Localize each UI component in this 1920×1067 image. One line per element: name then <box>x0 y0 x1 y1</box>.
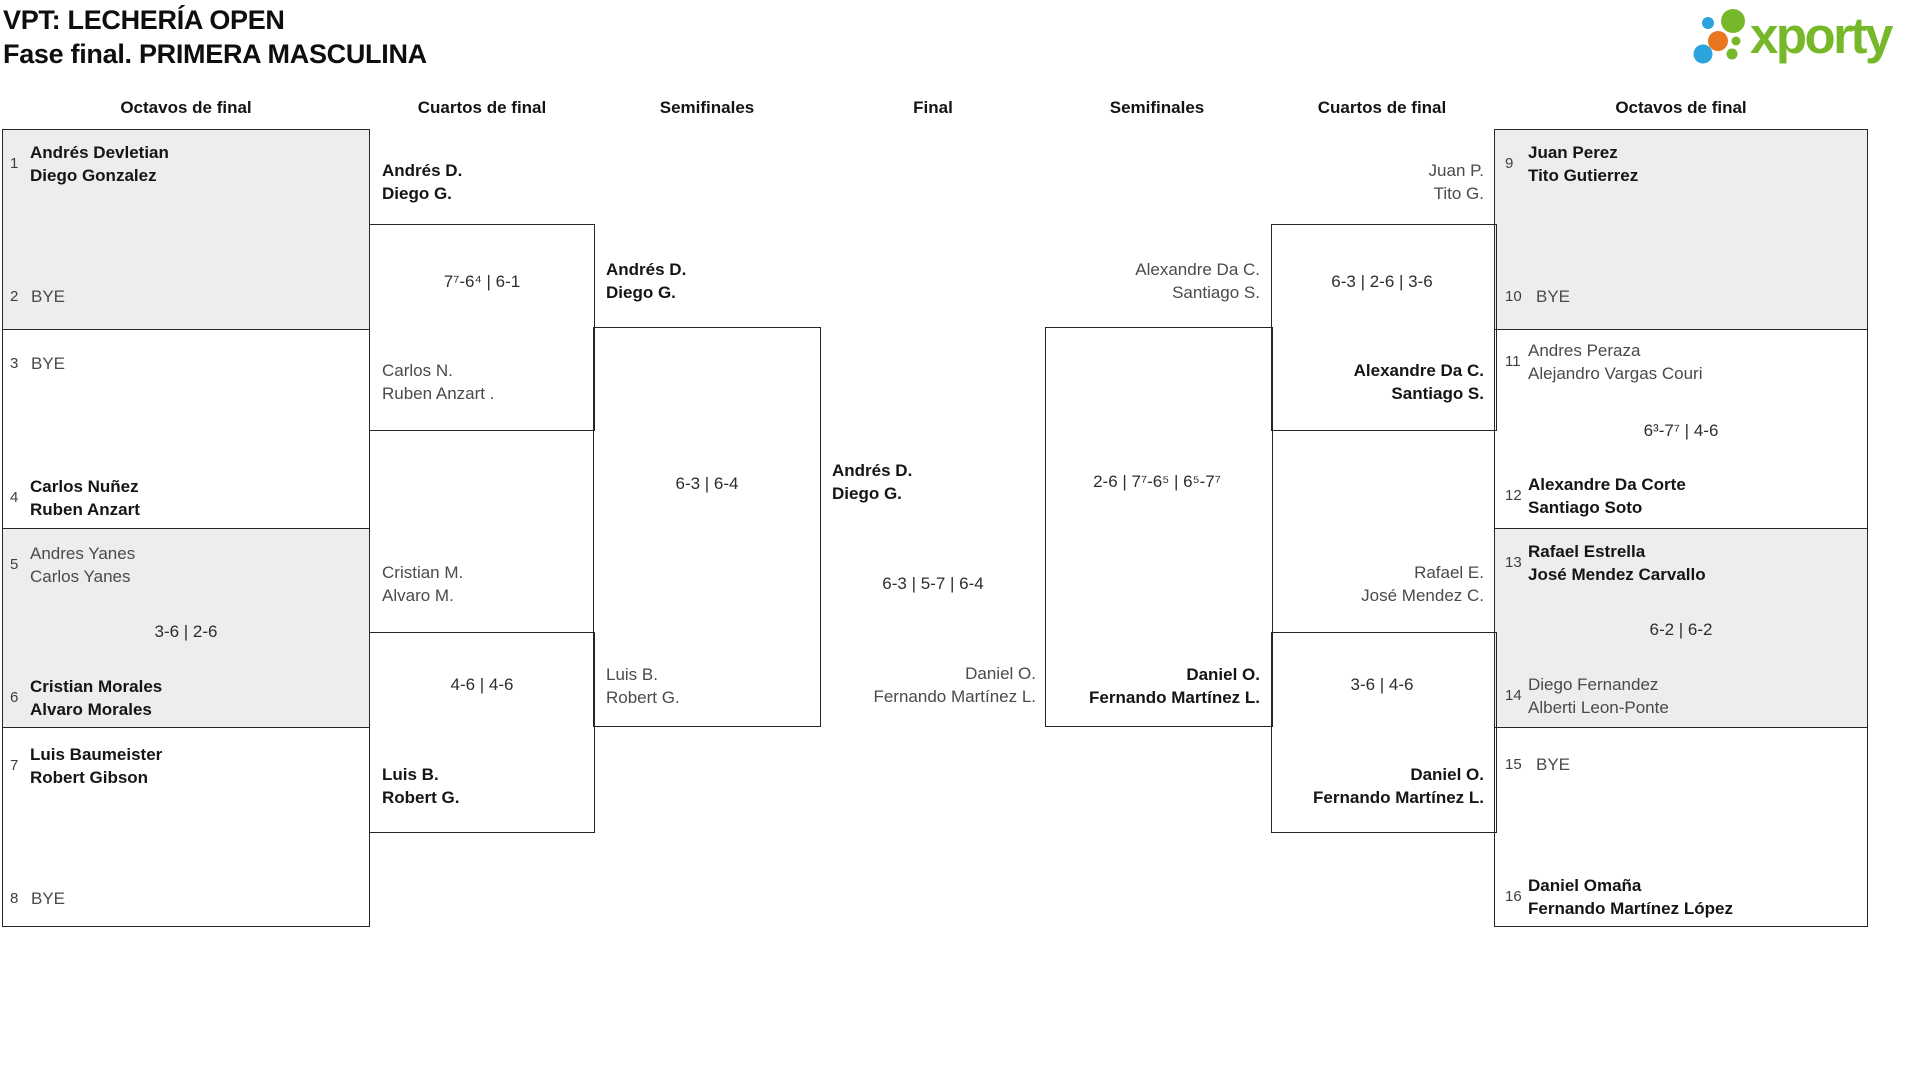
seed-number: 9 <box>1505 155 1514 172</box>
team-entry-seed-7: Luis Baumeister Robert Gibson <box>30 745 163 787</box>
octavos-left-match-3-bg <box>3 528 369 728</box>
match-score-semifinal-right: 2-6 | 7⁷-6⁵ | 6⁵-7⁷ <box>1093 472 1221 491</box>
team-entry-cuartos-right-1-bottom: Alexandre Da C. Santiago S. <box>1353 361 1484 403</box>
xporty-logo-dots-icon <box>1693 9 1745 64</box>
team-entry-seed-5: Andres Yanes Carlos Yanes <box>30 544 136 586</box>
seed-number: 12 <box>1505 487 1522 504</box>
cuartos-right-match-1-box <box>1271 224 1497 431</box>
seed-number: 1 <box>10 155 19 172</box>
phase-category: Fase final. PRIMERA MASCULINA <box>3 39 427 69</box>
team-entry-seed-16: Daniel Omaña Fernando Martínez López <box>1528 876 1733 918</box>
semifinal-right-box <box>1045 327 1273 727</box>
semifinal-left-box <box>593 327 821 727</box>
team-entry-cuartos-left-1-bottom: Carlos N. Ruben Anzart . <box>382 361 495 403</box>
match-score-cuartos-left-2: 4-6 | 4-6 <box>450 675 514 694</box>
team-entry-seed-11: Andres Peraza Alejandro Vargas Couri <box>1528 341 1703 383</box>
match-score-final: 6-3 | 5-7 | 6-4 <box>882 574 984 593</box>
team-entry-semifinal-right-bottom: Daniel O. Fernando Martínez L. <box>1089 665 1260 707</box>
seed-number: 10 <box>1505 288 1522 305</box>
octavos-left-match-1-bg <box>3 130 369 329</box>
team-entry-seed-6: Cristian Morales Alvaro Morales <box>30 677 163 719</box>
team-entry-final-runner-up: Daniel O. Fernando Martínez L. <box>873 664 1036 706</box>
team-entry-cuartos-left-2-bottom: Luis B. Robert G. <box>382 765 460 807</box>
match-score-octavos-right-3: 6-2 | 6-2 <box>1649 620 1713 639</box>
seed-number: 3 <box>10 355 19 372</box>
seed-number: 7 <box>10 757 19 774</box>
seed-number: 14 <box>1505 687 1522 704</box>
match-score-cuartos-right-2: 3-6 | 4-6 <box>1350 675 1414 694</box>
team-entry-seed-9: Juan Perez Tito Gutierrez <box>1528 143 1639 185</box>
round-header-final: Final <box>913 98 953 117</box>
page-title: VPT: LECHERÍA OPEN Fase final. PRIMERA M… <box>3 3 427 71</box>
xporty-logo[interactable]: xporty <box>1688 2 1918 76</box>
match-score-cuartos-left-1: 7⁷-6⁴ | 6-1 <box>443 272 521 291</box>
round-header-octavos-left: Octavos de final <box>120 98 252 117</box>
bye-label-seed-10: BYE <box>1536 287 1571 306</box>
team-entry-cuartos-right-1-top: Juan P. Tito G. <box>1428 161 1484 203</box>
round-header-semifinal-left: Semifinales <box>659 98 755 117</box>
seed-number: 5 <box>10 556 19 573</box>
octavos-left-match-2-bg <box>3 329 369 529</box>
seed-number: 2 <box>10 288 19 305</box>
round-header-semifinal-right: Semifinales <box>1109 98 1205 117</box>
match-score-octavos-right-2: 6³-7⁷ | 4-6 <box>1643 421 1719 440</box>
cuartos-right-match-2-box <box>1271 632 1497 833</box>
team-entry-cuartos-left-1-top: Andrés D. Diego G. <box>382 161 463 203</box>
seed-number: 11 <box>1505 353 1521 370</box>
team-entry-semifinal-right-top: Alexandre Da C. Santiago S. <box>1135 260 1260 302</box>
team-entry-seed-13: Rafael Estrella José Mendez Carvallo <box>1528 542 1706 584</box>
match-score-cuartos-right-1: 6-3 | 2-6 | 3-6 <box>1331 272 1433 291</box>
tournament-name: VPT: LECHERÍA OPEN <box>3 5 285 35</box>
bye-label-seed-2: BYE <box>31 287 66 306</box>
round-header-cuartos-left: Cuartos de final <box>417 98 547 117</box>
octavos-right-match-1-bg <box>1495 130 1867 329</box>
team-entry-semifinal-left-bottom: Luis B. Robert G. <box>606 665 680 707</box>
octavos-left-box <box>2 129 370 927</box>
team-entry-seed-4: Carlos Nuñez Ruben Anzart <box>30 477 140 519</box>
seed-number: 13 <box>1505 554 1522 571</box>
team-entry-semifinal-left-top: Andrés D. Diego G. <box>606 260 687 302</box>
round-header-octavos-right: Octavos de final <box>1615 98 1747 117</box>
bye-label-seed-3: BYE <box>31 354 66 373</box>
seed-number: 6 <box>10 689 19 706</box>
team-entry-seed-1: Andrés Devletian Diego Gonzalez <box>30 143 169 185</box>
bye-label-seed-8: BYE <box>31 889 66 908</box>
bye-label-seed-15: BYE <box>1536 755 1571 774</box>
xporty-logo-text: xporty <box>1750 7 1893 64</box>
cuartos-left-match-2-box <box>369 632 595 833</box>
team-entry-seed-14: Diego Fernandez Alberti Leon-Ponte <box>1528 675 1669 717</box>
octavos-right-match-2-bg <box>1495 329 1867 529</box>
octavos-right-box <box>1494 129 1868 927</box>
octavos-left-match-4-bg <box>3 727 369 927</box>
seed-number: 15 <box>1505 756 1522 773</box>
team-entry-cuartos-right-2-top: Rafael E. José Mendez C. <box>1361 563 1484 605</box>
match-score-semifinal-left: 6-3 | 6-4 <box>675 474 739 493</box>
seed-number: 4 <box>10 489 19 506</box>
octavos-right-match-4-bg <box>1495 727 1867 927</box>
round-header-cuartos-right: Cuartos de final <box>1317 98 1447 117</box>
team-entry-final-winner: Andrés D. Diego G. <box>832 461 913 503</box>
team-entry-cuartos-right-2-bottom: Daniel O. Fernando Martínez L. <box>1313 765 1484 807</box>
seed-number: 16 <box>1505 888 1522 905</box>
match-score-octavos-left-3: 3-6 | 2-6 <box>154 622 218 641</box>
team-entry-seed-12: Alexandre Da Corte Santiago Soto <box>1528 475 1686 517</box>
team-entry-cuartos-left-2-top: Cristian M. Alvaro M. <box>382 563 464 605</box>
seed-number: 8 <box>10 890 19 907</box>
octavos-right-match-3-bg <box>1495 528 1867 728</box>
